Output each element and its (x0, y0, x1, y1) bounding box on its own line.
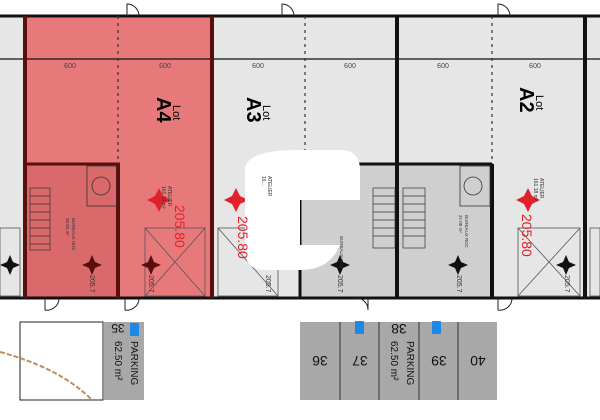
svg-text:205.7: 205.7 (147, 275, 154, 293)
dimension-labels: 009 009 009 009 009 009 (64, 61, 541, 68)
svg-text:62.50 m²: 62.50 m² (112, 341, 123, 381)
svg-text:BUREAUX RDC: BUREAUX RDC (464, 215, 469, 249)
svg-text:A2: A2 (515, 87, 537, 113)
bureaux-area-a4 (25, 163, 120, 298)
svg-text:205.7: 205.7 (88, 275, 95, 293)
svg-text:205.7: 205.7 (455, 275, 462, 293)
svg-text:36.84 m²: 36.84 m² (65, 218, 70, 236)
svg-text:161.13 m²: 161.13 m² (160, 186, 166, 209)
svg-text:62.50 m²: 62.50 m² (388, 341, 399, 381)
svg-text:205.7: 205.7 (336, 275, 343, 293)
svg-text:A4: A4 (152, 97, 174, 123)
svg-text:A3: A3 (242, 97, 264, 123)
accessible-parking-icon (130, 321, 441, 336)
svg-text:37.08 m²: 37.08 m² (458, 215, 463, 233)
svg-text:PARKING: PARKING (404, 341, 415, 385)
stairs (29, 187, 426, 251)
svg-text:205.80: 205.80 (172, 205, 188, 248)
lot-a3-labels: Lot A3 205.80 ATELIER 16… BUREAUX RDC 20… (235, 97, 344, 293)
svg-text:009: 009 (437, 61, 449, 68)
svg-text:35: 35 (111, 321, 125, 335)
svg-text:ATELIER: ATELIER (266, 176, 272, 197)
svg-text:205.80: 205.80 (235, 216, 251, 259)
parking-labels: PARKING 62.50 m² PARKING 62.50 m² (112, 341, 415, 385)
svg-text:ATELIER: ATELIER (166, 186, 172, 207)
svg-text:ATELIER: ATELIER (538, 178, 544, 199)
parking-dividers (339, 322, 459, 400)
doors (44, 3, 513, 311)
svg-text:205.7: 205.7 (264, 275, 271, 293)
svg-text:PARKING: PARKING (128, 341, 139, 385)
parking-space-numbers: 35 36 37 38 39 40 (111, 321, 486, 369)
driveway-curve (0, 351, 93, 401)
svg-text:Lot: Lot (170, 105, 182, 120)
svg-text:16…: 16… (260, 176, 266, 187)
svg-text:205.80: 205.80 (519, 214, 535, 257)
svg-text:009: 009 (529, 61, 541, 68)
svg-text:161.18 m²: 161.18 m² (532, 178, 538, 201)
elevation-marker-icon (147, 188, 540, 212)
svg-text:40: 40 (470, 353, 486, 369)
svg-text:37: 37 (352, 353, 368, 369)
svg-text:36: 36 (312, 353, 328, 369)
svg-text:Lot: Lot (260, 105, 272, 120)
svg-text:38: 38 (391, 321, 407, 337)
svg-text:Lot: Lot (533, 95, 545, 110)
watermark-logo (245, 150, 360, 270)
parking-row (300, 322, 497, 400)
svg-text:009: 009 (64, 61, 76, 68)
svg-text:009: 009 (344, 61, 356, 68)
svg-text:BUREAUX RDC: BUREAUX RDC (339, 236, 344, 270)
svg-text:009: 009 (252, 61, 264, 68)
parking-left-block (19, 321, 104, 401)
level-marker-icon (0, 255, 576, 275)
svg-text:BUREAUX RDC: BUREAUX RDC (71, 218, 76, 252)
svg-text:009: 009 (159, 61, 171, 68)
lot-a4-labels: Lot A4 205.80 ATELIER 161.13 m² BUREAUX … (65, 97, 188, 293)
svg-text:205.7: 205.7 (563, 275, 570, 293)
walls (0, 14, 600, 300)
svg-text:39: 39 (431, 353, 447, 369)
wc-fixtures (86, 165, 491, 207)
lot-a2-labels: Lot A2 205.80 ATELIER 161.18 m² BUREAUX … (455, 87, 570, 293)
